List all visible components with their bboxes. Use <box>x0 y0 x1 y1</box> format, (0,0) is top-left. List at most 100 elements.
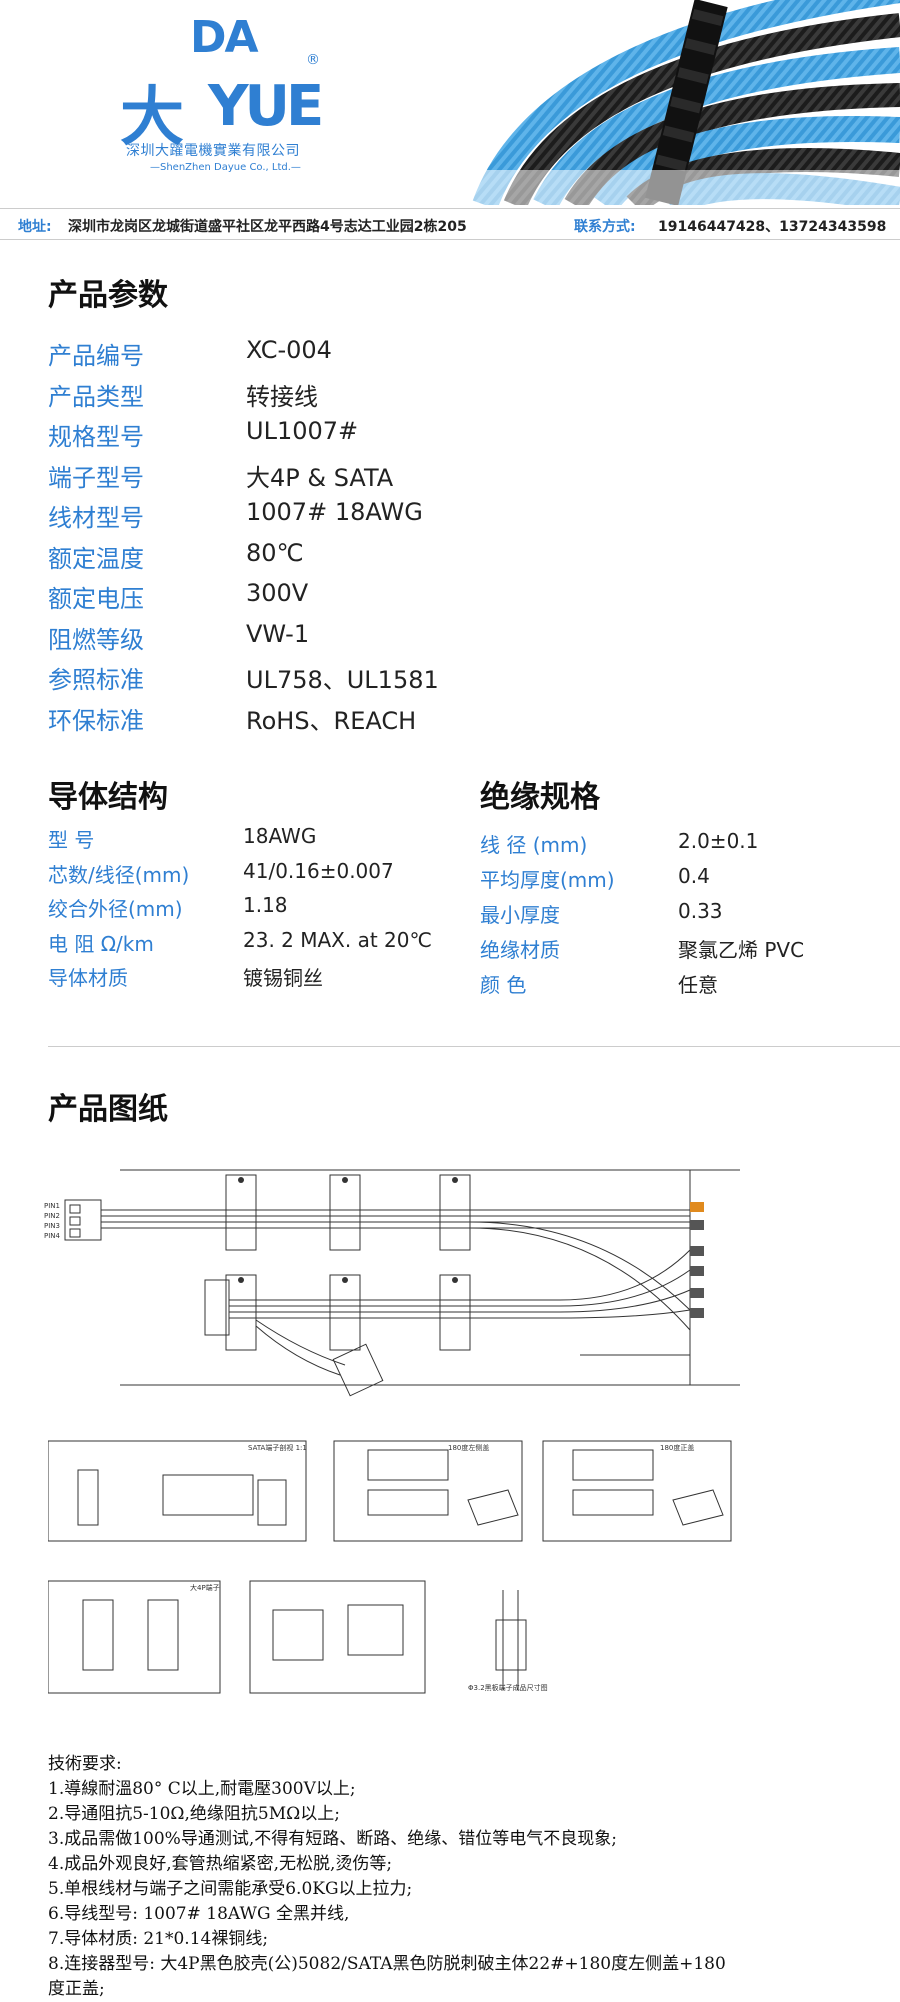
logo-company-en: —ShenZhen Dayue Co., Ltd.— <box>150 162 301 173</box>
tech-item: 7.导体材质: 21*0.14裸铜线; <box>48 1929 269 1949</box>
contact-value: 19146447428、13724343598 <box>658 219 887 235</box>
param-key: 产品类型 <box>48 382 144 411</box>
section-divider <box>48 1046 900 1047</box>
address-label: 地址: <box>18 219 52 235</box>
logo-yue-text: YUE <box>208 74 324 139</box>
conductor-key: 型 号 <box>48 828 95 852</box>
conductor-row: 型 号 18AWG <box>48 824 448 858</box>
conductor-value: 1.18 <box>243 893 288 917</box>
connector-drawings-row2: 大4P端子 Φ3.2黑板端子成品尺寸图 <box>48 1580 548 1694</box>
insulation-value: 0.33 <box>678 899 723 923</box>
conductor-row: 绞合外径(mm) 1.18 <box>48 893 448 927</box>
param-key: 环保标准 <box>48 706 144 735</box>
insulation-value: 0.4 <box>678 864 710 888</box>
big4p-label: 大4P端子 <box>190 1583 220 1592</box>
pin-label: PIN2 <box>44 1212 60 1220</box>
tech-item: 8.连接器型号: 大4P黑色胶壳(公)5082/SATA黑色防脱刺破主体22#+… <box>48 1954 726 1974</box>
insulation-row: 线 径 (mm) 2.0±0.1 <box>480 829 880 863</box>
param-value: UL758、UL1581 <box>246 666 439 694</box>
drawings-title: 产品图纸 <box>48 1092 168 1127</box>
logo-company-cn: 深圳大躍電機實業有限公司 <box>126 143 300 159</box>
contact-label: 联系方式: <box>574 219 636 235</box>
conductor-row: 电 阻 Ω/km 23. 2 MAX. at 20℃ <box>48 928 448 962</box>
insulation-key: 最小厚度 <box>480 903 560 927</box>
insulation-value: 2.0±0.1 <box>678 829 759 853</box>
insulation-key: 绝缘材质 <box>480 938 560 962</box>
param-row: 额定电压 300V <box>48 579 748 619</box>
tech-item: 4.成品外观良好,套管热缩紧密,无松脱,烫伤等; <box>48 1854 393 1874</box>
param-key: 端子型号 <box>48 463 144 492</box>
param-row: 产品编号 XC-004 <box>48 336 748 376</box>
connector-drawings-row1: SATA端子剖视 1:1 180度左侧盖 180度正盖 <box>48 1440 732 1542</box>
view-180-label: 180度左侧盖 <box>448 1443 489 1452</box>
param-row: 额定温度 80℃ <box>48 539 748 579</box>
param-row: 参照标准 UL758、UL1581 <box>48 660 748 700</box>
tech-title: 技術要求: <box>48 1754 122 1774</box>
logo-big-char: 大 <box>120 81 184 155</box>
insulation-key: 颜 色 <box>480 973 527 997</box>
tech-item: 5.单根线材与端子之间需能承受6.0KG以上拉力; <box>48 1879 413 1899</box>
view-180b-label: 180度正盖 <box>660 1443 694 1452</box>
conductor-key: 绞合外径(mm) <box>48 897 183 921</box>
pin-label: PIN3 <box>44 1222 60 1230</box>
conductor-value: 23. 2 MAX. at 20℃ <box>243 927 432 952</box>
conductor-value: 41/0.16±0.007 <box>243 858 394 883</box>
param-value: 大4P & SATA <box>246 463 394 492</box>
insulation-key: 线 径 (mm) <box>480 833 588 857</box>
pin-label: PIN4 <box>44 1232 61 1240</box>
tech-item: 2.导通阻抗5-10Ω,绝缘阻抗5MΩ以上; <box>48 1804 340 1824</box>
sata-caption: SATA端子剖视 1:1 <box>248 1443 307 1452</box>
param-value: UL1007# <box>246 417 359 445</box>
tech-item: 度正盖; <box>48 1979 105 1999</box>
insulation-row: 绝缘材质 聚氯乙烯 PVC <box>480 934 880 968</box>
conductor-row: 导体材质 镀锡铜丝 <box>48 962 448 996</box>
conductor-key: 导体材质 <box>48 966 128 990</box>
param-value: 80℃ <box>246 538 304 567</box>
param-value: 1007# 18AWG <box>246 498 423 526</box>
params-title: 产品参数 <box>48 278 168 313</box>
param-value: VW-1 <box>246 619 310 648</box>
insulation-value: 任意 <box>678 973 718 997</box>
param-value: XC-004 <box>246 336 332 364</box>
conductor-value: 18AWG <box>243 824 317 848</box>
tech-requirements: 技術要求: 1.導線耐溫80° C以上,耐電壓300V以上; 2.导通阻抗5-10… <box>48 1752 868 2002</box>
conductor-row: 芯数/线径(mm) 41/0.16±0.007 <box>48 859 448 893</box>
param-value: 300V <box>246 579 309 607</box>
page-header: DA ® 大 YUE 深圳大躍電機實業有限公司 —ShenZhen Dayue … <box>0 0 900 240</box>
param-row: 规格型号 UL1007# <box>48 417 748 457</box>
insulation-row: 平均厚度(mm) 0.4 <box>480 864 880 898</box>
conductor-key: 电 阻 Ω/km <box>48 931 154 956</box>
logo-registered-mark: ® <box>306 52 320 68</box>
param-key: 产品编号 <box>48 342 144 370</box>
address-bar: 地址: 深圳市龙岗区龙城街道盛平社区龙平西路4号志达工业园2栋205 联系方式:… <box>0 208 900 240</box>
insulation-title: 绝缘规格 <box>480 780 600 815</box>
conductor-value: 镀锡铜丝 <box>243 966 323 990</box>
param-row: 产品类型 转接线 <box>48 377 748 417</box>
tech-item: 1.導線耐溫80° C以上,耐電壓300V以上; <box>48 1779 356 1799</box>
tech-items: 1.導線耐溫80° C以上,耐電壓300V以上; 2.导通阻抗5-10Ω,绝缘阻抗… <box>48 1777 868 2002</box>
insulation-value: 聚氯乙烯 PVC <box>678 938 805 962</box>
terminal-caption: Φ3.2黑板端子成品尺寸图 <box>468 1683 548 1692</box>
param-row: 阻燃等级 VW-1 <box>48 620 748 660</box>
param-key: 额定电压 <box>48 585 144 613</box>
conductor-key: 芯数/线径(mm) <box>48 862 190 887</box>
company-logo: DA ® 大 YUE 深圳大躍電機實業有限公司 —ShenZhen Dayue … <box>120 12 350 177</box>
logo-da-text: DA <box>190 12 259 63</box>
param-key: 规格型号 <box>48 423 144 451</box>
pin-label: PIN1 <box>44 1202 60 1210</box>
insulation-row: 颜 色 任意 <box>480 969 880 1003</box>
param-key: 额定温度 <box>48 544 144 573</box>
param-key: 阻燃等级 <box>48 625 144 654</box>
insulation-key: 平均厚度(mm) <box>480 868 615 892</box>
cable-product-image <box>425 0 900 205</box>
param-key: 参照标准 <box>48 666 144 694</box>
cable-assembly-drawing: PIN1 PIN2 PIN3 PIN4 <box>44 1169 740 1397</box>
param-value: 转接线 <box>246 382 318 411</box>
param-key: 线材型号 <box>48 504 144 532</box>
tech-item: 3.成品需做100%导通测试,不得有短路、断路、绝缘、错位等电气不良现象; <box>48 1829 617 1849</box>
insulation-row: 最小厚度 0.33 <box>480 899 880 933</box>
param-row: 线材型号 1007# 18AWG <box>48 498 748 538</box>
param-row: 端子型号 大4P & SATA <box>48 458 748 498</box>
conductor-title: 导体结构 <box>48 780 168 815</box>
